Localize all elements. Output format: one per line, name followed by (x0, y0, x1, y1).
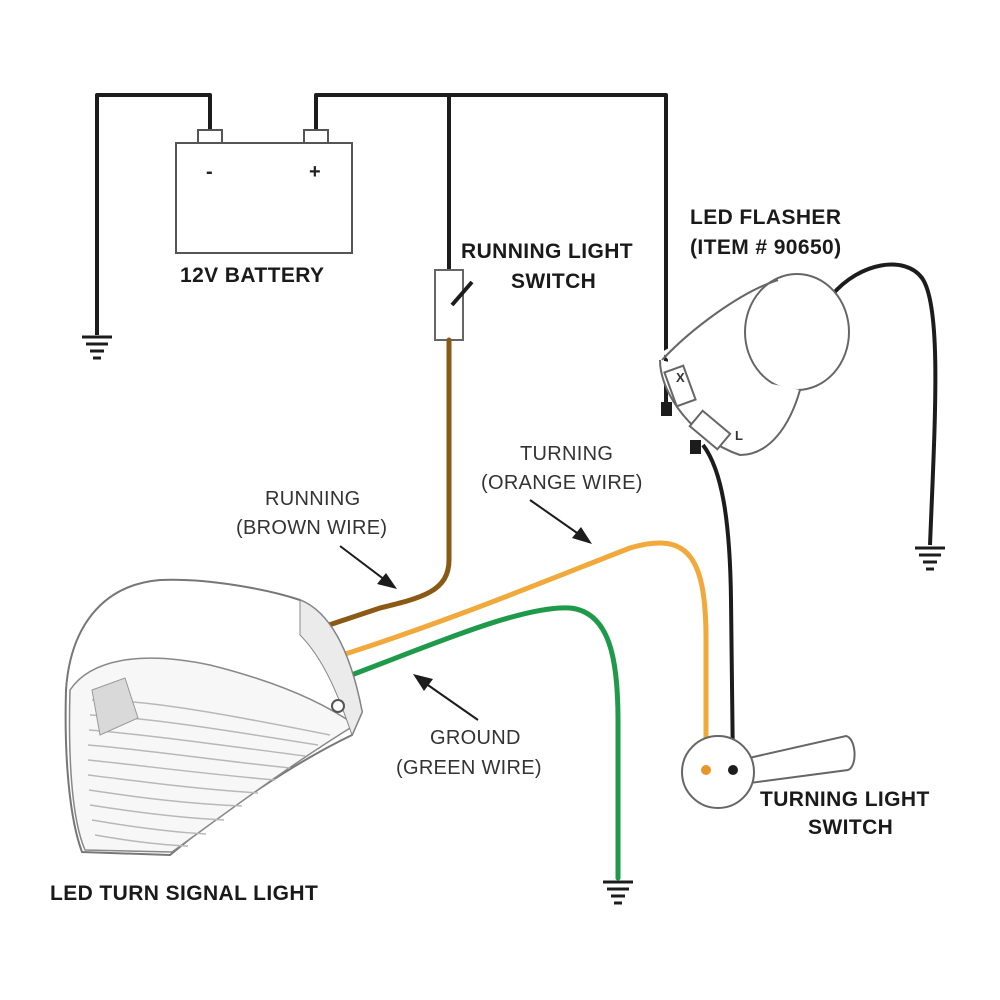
turning-switch-pin-orange (701, 765, 711, 775)
flasher-pin-x (661, 402, 672, 416)
battery-positive-bus (314, 93, 668, 412)
turning-switch-body (681, 735, 755, 809)
lamp-reflector (91, 677, 139, 736)
flasher-pin-l (690, 440, 701, 454)
turning-wire-label-line1: TURNING (520, 443, 613, 465)
turning-switch-lever (738, 734, 856, 786)
running-switch-lever (450, 280, 474, 307)
flasher-terminal-x (663, 364, 697, 408)
flasher-to-turning-switch-wire (701, 443, 735, 771)
battery-negative-wire (95, 93, 212, 335)
turning-switch-pin-black (728, 765, 738, 775)
flasher-ground-wire (830, 262, 938, 546)
turn-signal-lamp (64, 578, 364, 857)
colored-wires (317, 337, 709, 881)
battery-positive-symbol: + (309, 161, 321, 183)
flasher-relay: X L (659, 273, 858, 457)
flasher-base (659, 359, 801, 457)
flasher-label-line1: LED FLASHER (690, 206, 841, 229)
ground-wire-label-line2: (GREEN WIRE) (396, 757, 542, 779)
battery-body (175, 142, 353, 254)
ground-wire-pointer (413, 674, 479, 721)
ground-symbol-light (603, 880, 633, 905)
battery-positive-terminal (303, 129, 329, 145)
running-switch-label-line2: SWITCH (511, 270, 596, 293)
lever-switch (681, 734, 856, 809)
ground-symbol-flasher (915, 546, 945, 571)
turning-wire-pointer (529, 499, 592, 544)
running-switch-body (434, 269, 464, 341)
ground-green-wire (335, 605, 621, 881)
signal-light-label: LED TURN SIGNAL LIGHT (50, 882, 318, 905)
lamp-mount-hole (331, 699, 345, 713)
lamp-lens-face (68, 657, 357, 853)
turning-switch-label-line2: SWITCH (808, 816, 893, 839)
battery-negative-symbol: - (206, 161, 213, 183)
flasher-terminal-l-mark: L (735, 428, 743, 443)
running-light-switch (434, 269, 474, 341)
running-wire-label-line1: RUNNING (265, 488, 360, 510)
running-wire-pointer (339, 545, 397, 589)
ground-wire-label-line1: GROUND (430, 727, 521, 749)
turning-orange-wire (323, 540, 709, 773)
lamp-side-panel (299, 599, 363, 737)
power-wires (95, 93, 938, 771)
flasher-terminal-x-mark: X (676, 370, 685, 385)
running-brown-wire (317, 337, 452, 631)
flasher-outline (661, 279, 779, 361)
turning-wire-label-line2: (ORANGE WIRE) (481, 472, 643, 494)
ground-symbol-battery (82, 335, 112, 360)
flasher-terminal-l (688, 409, 732, 451)
running-switch-label-line1: RUNNING LIGHT (461, 240, 633, 263)
flasher-top (744, 273, 850, 391)
battery-label: 12V BATTERY (180, 264, 324, 287)
running-wire-label-line2: (BROWN WIRE) (236, 517, 387, 539)
battery: - + (175, 129, 353, 254)
battery-negative-terminal (197, 129, 223, 145)
flasher-label-line2: (ITEM # 90650) (690, 236, 842, 259)
turning-switch-label-line1: TURNING LIGHT (760, 788, 930, 811)
